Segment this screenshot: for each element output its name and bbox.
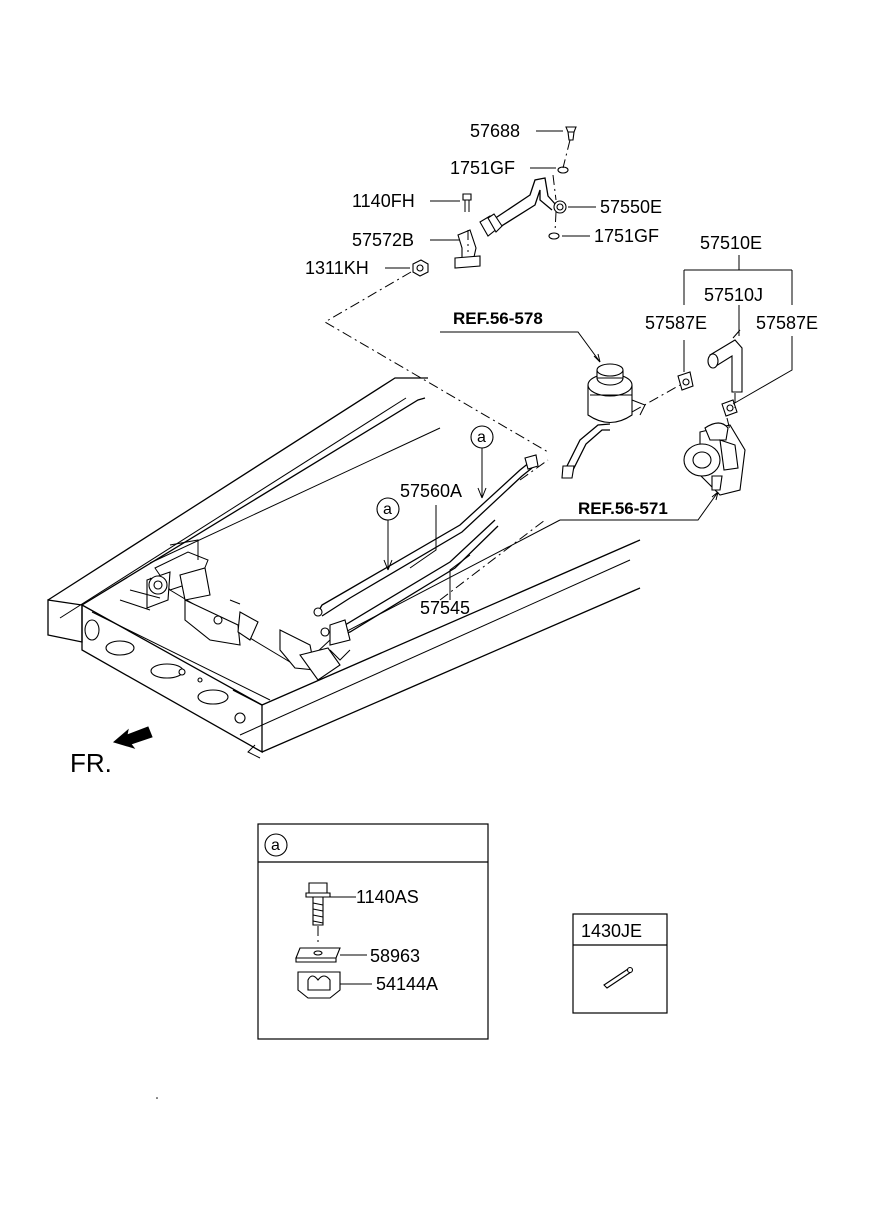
label-1140fh: 1140FH — [352, 191, 415, 211]
reservoir-assembly — [587, 363, 646, 424]
svg-text:a: a — [477, 429, 486, 446]
ref-reservoir-label: REF.56-578 — [453, 309, 543, 328]
label-57510e: 57510E — [700, 233, 762, 253]
front-arrow-icon — [112, 726, 153, 749]
label-54144a: 54144A — [376, 974, 438, 994]
leader-lines — [383, 130, 793, 600]
power-steering-pump — [683, 422, 746, 496]
chassis-frame — [47, 377, 641, 759]
label-57510j: 57510J — [704, 285, 763, 305]
detail-a-letter: a — [271, 837, 280, 854]
label-57587e-right: 57587E — [756, 313, 818, 333]
label-57587e-left: 57587E — [645, 313, 707, 333]
label-57550e: 57550E — [600, 197, 662, 217]
part-labels: 57688 1751GF 1140FH 57550E 57572B 1751GF… — [305, 121, 818, 618]
cotter-pin-icon — [603, 966, 634, 989]
clamp-plate-58963-icon — [295, 947, 341, 963]
front-direction-indicator: FR. — [70, 726, 153, 778]
callout-a-left: a — [376, 497, 400, 521]
front-label: FR. — [70, 748, 112, 778]
hose-clamps — [677, 371, 738, 417]
label-1140as: 1140AS — [356, 887, 419, 907]
upper-hose-assembly — [412, 126, 577, 277]
stray-dot — [156, 1097, 158, 1099]
ref-pump-label: REF.56-571 — [578, 499, 668, 518]
label-57572b: 57572B — [352, 230, 414, 250]
label-1751gf-bottom: 1751GF — [594, 226, 659, 246]
bolt-1140as-icon — [305, 882, 331, 926]
label-1751gf-top: 1751GF — [450, 158, 515, 178]
detail-box-1430je: 1430JE — [572, 913, 668, 1014]
clip-54144a-icon — [297, 971, 341, 999]
detail-box-a: a 1140AS 58963 54144A — [257, 823, 489, 1040]
label-1311kh: 1311KH — [305, 258, 369, 278]
label-57545: 57545 — [420, 598, 470, 618]
label-57560a: 57560A — [400, 481, 462, 501]
label-57688: 57688 — [470, 121, 520, 141]
callout-a-upper: a — [470, 425, 494, 449]
label-1430je: 1430JE — [581, 921, 642, 941]
suction-hose — [707, 329, 743, 393]
dashed-leaders — [324, 139, 736, 601]
detail-a-circle — [264, 833, 288, 857]
label-58963: 58963 — [370, 946, 420, 966]
hose-lines — [313, 423, 611, 661]
svg-text:a: a — [383, 501, 392, 518]
